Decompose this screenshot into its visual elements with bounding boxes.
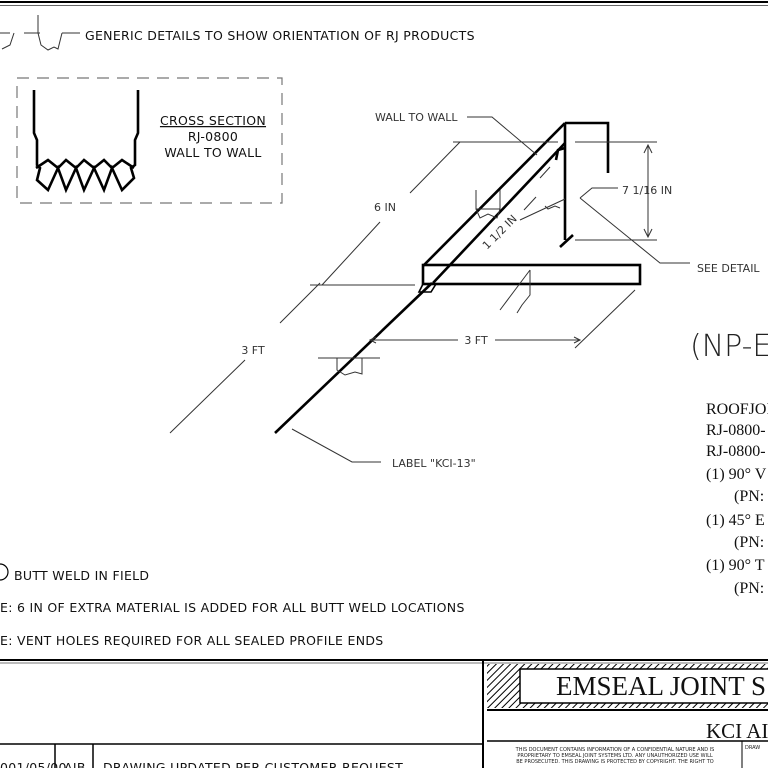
dimension-lines bbox=[169, 141, 657, 434]
callout-label: LABEL "KCI-13" bbox=[392, 457, 476, 470]
cross-section-title: CROSS SECTION bbox=[160, 113, 266, 128]
butt-weld-symbol-icon bbox=[0, 563, 9, 581]
company-name: EMSEAL JOINT S bbox=[556, 671, 766, 701]
dim-3-ft-horizontal: 3 FT bbox=[464, 334, 488, 347]
callout-leaders bbox=[291, 116, 690, 463]
confidential-line: PROPRIETARY TO EMSEAL JOINT SYSTEMS LTD.… bbox=[517, 753, 713, 759]
spec-item: RJ-0800- bbox=[706, 443, 766, 460]
note-butt-weld: BUTT WELD IN FIELD bbox=[14, 568, 149, 583]
note-extra-material: E: 6 IN OF EXTRA MATERIAL IS ADDED FOR A… bbox=[0, 600, 465, 615]
sheet-border bbox=[0, 1, 768, 6]
profile-orientation-icons bbox=[0, 15, 80, 51]
cross-section-detail: CROSS SECTION RJ-0800 WALL TO WALL bbox=[16, 77, 283, 204]
note-vent-holes: E: VENT HOLES REQUIRED FOR ALL SEALED PR… bbox=[0, 633, 384, 648]
callout-wall-to-wall: WALL TO WALL bbox=[375, 111, 458, 124]
revision-date: 001/05/00 bbox=[0, 760, 67, 768]
title-block: EMSEAL JOINT S KCI AIRF DRAW THIS DOCUME… bbox=[0, 659, 768, 768]
spec-item: (1) 90° T bbox=[706, 557, 765, 574]
spec-item: (1) 90° V bbox=[706, 466, 767, 483]
spec-item: RJ-0800- bbox=[706, 422, 766, 439]
spec-item: (PN: bbox=[734, 488, 764, 505]
cross-section-part: RJ-0800 bbox=[188, 129, 238, 144]
confidential-line: THIS DOCUMENT CONTAINS INFORMATION OF A … bbox=[515, 747, 715, 753]
cross-section-type: WALL TO WALL bbox=[164, 145, 261, 160]
spec-item: (1) 45° E bbox=[706, 512, 765, 529]
dim-1-1-2-in: 1 1/2 IN bbox=[480, 212, 520, 252]
callout-see-detail: SEE DETAIL bbox=[697, 262, 760, 275]
spec-item: (PN: bbox=[734, 534, 764, 551]
dim-3-ft-diagonal: 3 FT bbox=[241, 344, 265, 357]
revision-description: DRAWING UPDATED PER CUSTOMER REQUEST bbox=[103, 760, 403, 768]
confidential-line: BE PROSECUTED. THIS DRAWING IS PROTECTED… bbox=[516, 759, 714, 765]
part-heading: (NP-E bbox=[690, 329, 768, 364]
spec-item: (PN: bbox=[734, 580, 764, 597]
dim-7-1-16-in: 7 1/16 IN bbox=[622, 184, 672, 197]
dim-6-in: 6 IN bbox=[374, 201, 396, 214]
header-note: GENERIC DETAILS TO SHOW ORIENTATION OF R… bbox=[85, 28, 475, 43]
drawn-by-label: DRAW bbox=[745, 745, 760, 751]
revision-initials: AJB bbox=[64, 760, 86, 768]
spec-item: ROOFJOIN bbox=[706, 401, 768, 418]
isometric-assembly bbox=[274, 121, 642, 434]
spec-list: ROOFJOIN RJ-0800- RJ-0800- (1) 90° V (PN… bbox=[706, 401, 768, 597]
project-name: KCI AIRF bbox=[706, 719, 768, 743]
